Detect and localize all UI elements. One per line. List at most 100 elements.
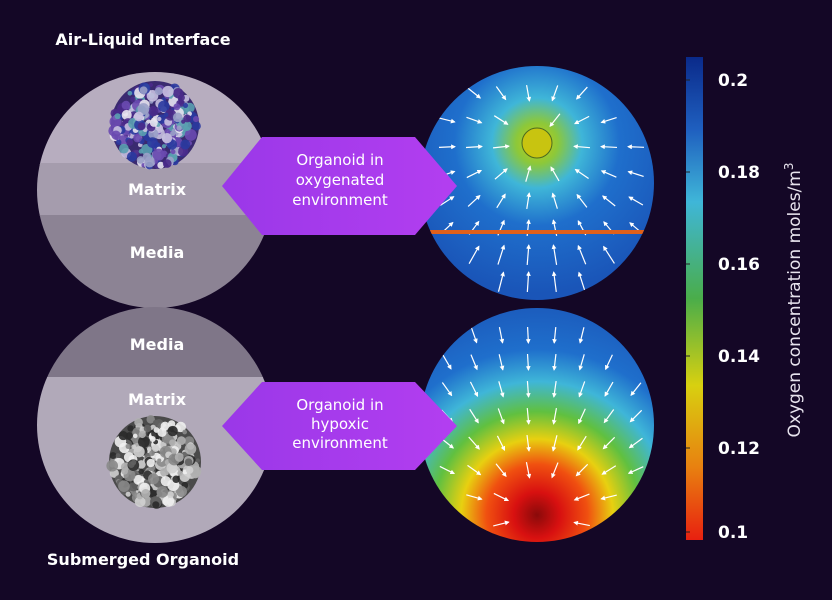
flux-arrow [605, 354, 613, 371]
colorbar-ticks: 0.20.180.160.140.120.1 [686, 71, 760, 543]
flux-arrow [493, 492, 510, 502]
flux-arrow [496, 193, 506, 209]
heatmap-oxygenated [420, 66, 654, 300]
flux-arrow [466, 494, 483, 501]
flux-arrow [551, 271, 557, 292]
flux-arrow [526, 244, 531, 266]
flux-arrow [525, 380, 531, 398]
flux-arrow [438, 144, 456, 150]
flux-arrow [578, 354, 585, 371]
flux-arrow [550, 166, 560, 182]
flux-arrow [466, 116, 483, 124]
flux-arrow [549, 113, 561, 128]
flux-arrow [600, 170, 617, 178]
flux-arrow [466, 169, 483, 179]
flux-arrow [577, 271, 586, 292]
flux-arrow [577, 435, 587, 451]
flux-arrow [600, 494, 617, 501]
flux-arrow [525, 407, 531, 425]
flux-arrow [439, 117, 456, 124]
flux-arrow [576, 86, 588, 100]
callout-oxygenated: Organoid in oxygenated environment [222, 137, 457, 235]
flux-arrow [442, 354, 452, 370]
organoid-hypoxic-image [106, 415, 202, 509]
flux-arrow [470, 327, 478, 344]
flux-arrow [602, 195, 616, 207]
flux-arrow [439, 196, 455, 206]
flux-arrow [495, 463, 507, 477]
flux-arrow [495, 86, 507, 101]
heatmap-hypoxic [420, 308, 654, 542]
flux-arrow [467, 194, 481, 207]
flux-arrow [630, 382, 642, 397]
flux-arrow [465, 144, 483, 150]
colorbar-tick-label: 0.12 [718, 439, 760, 459]
flux-arrow [627, 144, 645, 150]
flux-arrow [467, 464, 482, 476]
flux-arrow [604, 381, 614, 397]
flux-arrow [628, 437, 643, 449]
flux-arrow [552, 326, 557, 344]
top-media-label: Media [130, 243, 185, 262]
svg-text:Organoid in: Organoid in [296, 151, 383, 169]
flux-arrow [439, 465, 456, 475]
organoid-oxygenated-image [108, 81, 201, 170]
svg-text:hypoxic: hypoxic [311, 415, 369, 433]
flux-arrow [551, 462, 559, 479]
colorbar-label: Oxygen concentration moles/m3 [782, 162, 805, 437]
colorbar-tick-label: 0.18 [718, 163, 760, 183]
flux-arrow [574, 115, 590, 125]
flux-arrow [525, 165, 532, 182]
flux-arrow [525, 85, 532, 102]
flux-arrow [551, 244, 558, 265]
svg-text:Organoid in: Organoid in [296, 396, 383, 414]
flux-arrow [526, 434, 531, 452]
organoid-marker [521, 127, 553, 159]
flux-arrow [525, 326, 531, 344]
flux-arrow [470, 354, 478, 371]
flux-arrow [498, 327, 505, 344]
flux-arrow [627, 466, 644, 474]
flux-arrow [551, 192, 558, 209]
flux-arrow [578, 408, 586, 425]
flux-arrow [469, 381, 479, 398]
flux-arrow [573, 144, 591, 150]
flux-arrow [494, 168, 508, 180]
flux-arrow [468, 436, 480, 450]
colorbar-tick-label: 0.16 [718, 255, 760, 275]
flux-arrow [603, 245, 615, 264]
bottom-title: Submerged Organoid [47, 550, 239, 569]
flux-arrow [629, 409, 643, 423]
flux-arrow [602, 436, 616, 450]
flux-arrow [467, 87, 482, 99]
flux-arrow [551, 435, 558, 452]
svg-text:environment: environment [292, 434, 388, 452]
flux-arrow [577, 244, 587, 265]
flux-arrow [493, 520, 510, 527]
flux-arrow [575, 463, 589, 477]
colorbar-tick-label: 0.14 [718, 347, 760, 367]
flux-arrow [574, 168, 589, 180]
flux-arrow [603, 409, 615, 424]
flux-arrow [468, 245, 480, 265]
interface-line [430, 230, 645, 234]
flux-arrow [492, 144, 510, 149]
flux-arrow [526, 192, 532, 209]
flux-arrow [578, 381, 586, 398]
flux-arrow [573, 493, 590, 501]
flux-arrow [493, 115, 509, 125]
flux-arrow [497, 244, 506, 265]
colorbar [686, 57, 703, 540]
callout-hypoxic: Organoid in hypoxic environment [222, 382, 457, 470]
bottom-media-label: Media [130, 335, 185, 354]
colorbar-tick-label: 0.2 [718, 71, 748, 91]
flux-arrow [600, 144, 618, 150]
flux-arrow [628, 196, 644, 206]
flux-arrow [498, 354, 505, 371]
flux-arrow [525, 462, 532, 479]
flux-arrow [497, 271, 505, 292]
flux-arrow [497, 408, 505, 425]
flux-arrow [525, 353, 531, 371]
flux-arrow [573, 520, 590, 527]
flux-arrow [552, 353, 557, 371]
